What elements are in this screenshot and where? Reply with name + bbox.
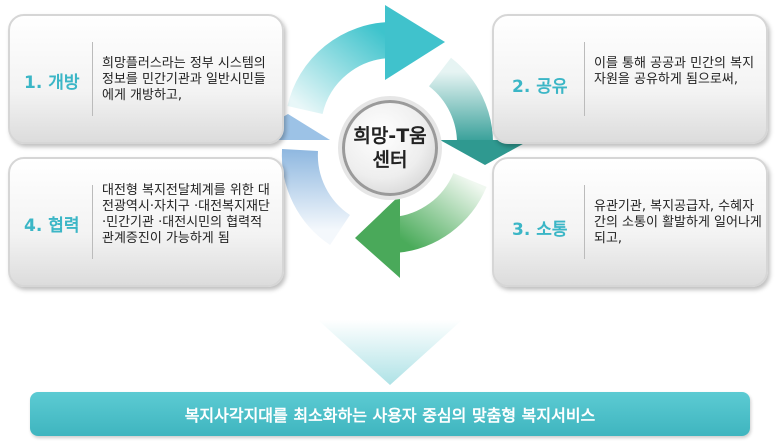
step-label: 4. 협력: [24, 216, 80, 236]
divider: [92, 185, 93, 259]
center-title-line1: 희망-T움: [353, 125, 427, 147]
arrow-top-cyan: [287, 5, 445, 115]
down-arrow: [318, 320, 462, 385]
step-label: 1. 개방: [24, 73, 80, 93]
step-box-open: 1. 개방 희망플러스라는 정부 시스템의 정보를 민간기관과 일반시민들에게 …: [8, 14, 284, 144]
step-text: 이를 통해 공공과 민간의 복지자원을 공유하게 됨으로써,: [594, 56, 755, 87]
step-box-share: 2. 공유 이를 통해 공공과 민간의 복지자원을 공유하게 됨으로써,: [492, 14, 768, 144]
center-title-line2: 센터: [372, 149, 408, 171]
step-text: 유관기관, 복지공급자, 수혜자간의 소통이 활발하게 일어나게 되고,: [594, 199, 762, 246]
step-box-communicate: 3. 소통 유관기관, 복지공급자, 수혜자간의 소통이 활발하게 일어나게 되…: [492, 157, 768, 287]
step-label: 3. 소통: [512, 220, 568, 240]
step-text: 대전형 복지전달체계를 위한 대전광역시·자치구 ·대전복지재단 ·민간기관 ·…: [102, 183, 270, 246]
step-text: 희망플러스라는 정부 시스템의 정보를 민간기관과 일반시민들에게 개방하고,: [102, 56, 266, 103]
divider: [584, 42, 585, 116]
arrow-bottom-green: [355, 172, 487, 278]
divider: [584, 185, 585, 259]
divider: [92, 42, 93, 116]
step-label: 2. 공유: [512, 77, 568, 97]
step-box-cooperate: 4. 협력 대전형 복지전달체계를 위한 대전광역시·자치구 ·대전복지재단 ·…: [8, 157, 284, 287]
result-banner: 복지사각지대를 최소화하는 사용자 중심의 맞춤형 복지서비스: [30, 392, 750, 436]
result-text: 복지사각지대를 최소화하는 사용자 중심의 맞춤형 복지서비스: [184, 406, 596, 425]
arrow-right-teal: [428, 57, 530, 165]
